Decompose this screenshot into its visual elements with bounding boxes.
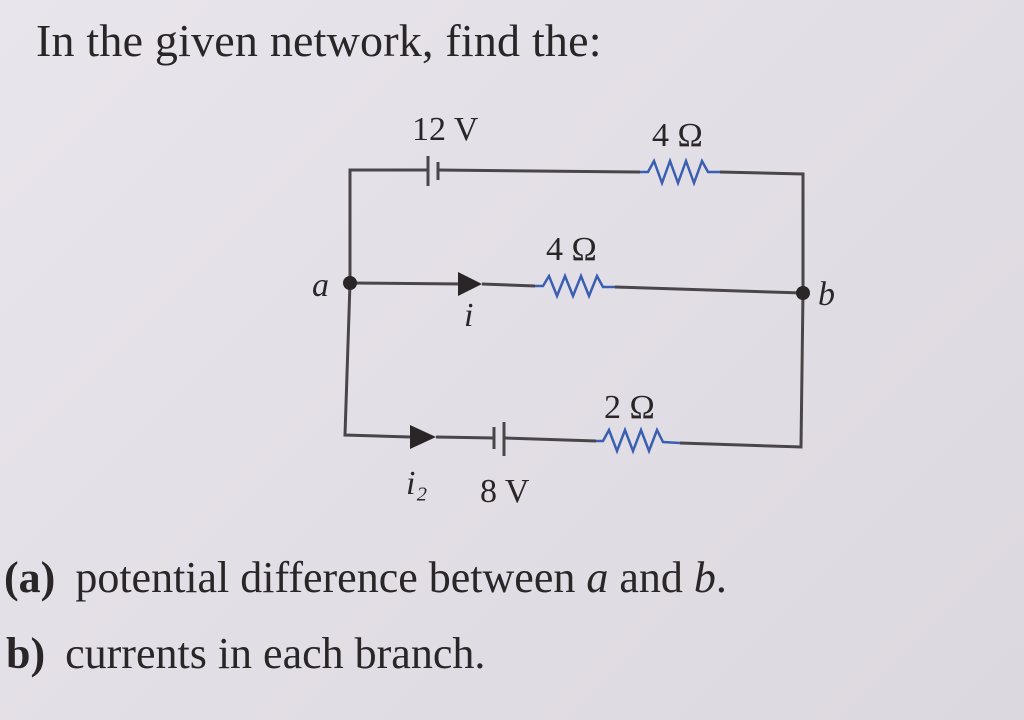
bottom-branch-wire-mid — [435, 435, 495, 440]
top-branch-wire-mid — [437, 168, 641, 174]
current-i-label: i — [464, 297, 473, 334]
resistor-top-4ohm — [640, 157, 720, 187]
bottom-branch-wire-mid2 — [503, 436, 597, 443]
part-a-label: (a) — [4, 553, 56, 602]
part-b-label: b) — [6, 629, 46, 678]
resistor-bottom-2ohm — [596, 426, 681, 455]
bottom-branch-wire-right — [679, 292, 805, 449]
resistor-bottom-label: 2 Ω — [604, 389, 655, 426]
node-a-dot — [343, 276, 357, 290]
middle-branch-wire-right — [614, 285, 804, 295]
question-part-a: (a) potential difference between a and b. — [0, 552, 727, 603]
resistor-top-label: 4 Ω — [652, 117, 703, 154]
top-branch-wire-right — [719, 170, 805, 293]
resistor-middle-4ohm — [535, 272, 615, 300]
current-arrow-bottom — [410, 425, 436, 449]
battery-12v-label: 12 V — [412, 111, 479, 148]
part-a-text: potential difference between a and b. — [75, 553, 727, 602]
resistor-middle-label: 4 Ω — [546, 231, 597, 268]
node-b-label: b — [818, 276, 835, 313]
top-branch-wire-left — [348, 168, 428, 283]
question-text: In the given network, find the: — [36, 15, 602, 66]
part-b-text: currents in each branch. — [65, 629, 486, 678]
node-b-dot — [796, 286, 810, 300]
question-part-b: b) currents in each branch. — [0, 628, 485, 679]
current-arrow-middle — [458, 272, 482, 296]
node-a-label: a — [312, 267, 329, 304]
battery-8v-label: 8 V — [480, 473, 530, 510]
bottom-branch-wire-left — [343, 282, 411, 439]
middle-branch-wire-left — [349, 281, 466, 286]
middle-branch-wire-mid — [481, 282, 536, 288]
current-i2-label: i₂ — [406, 465, 427, 502]
